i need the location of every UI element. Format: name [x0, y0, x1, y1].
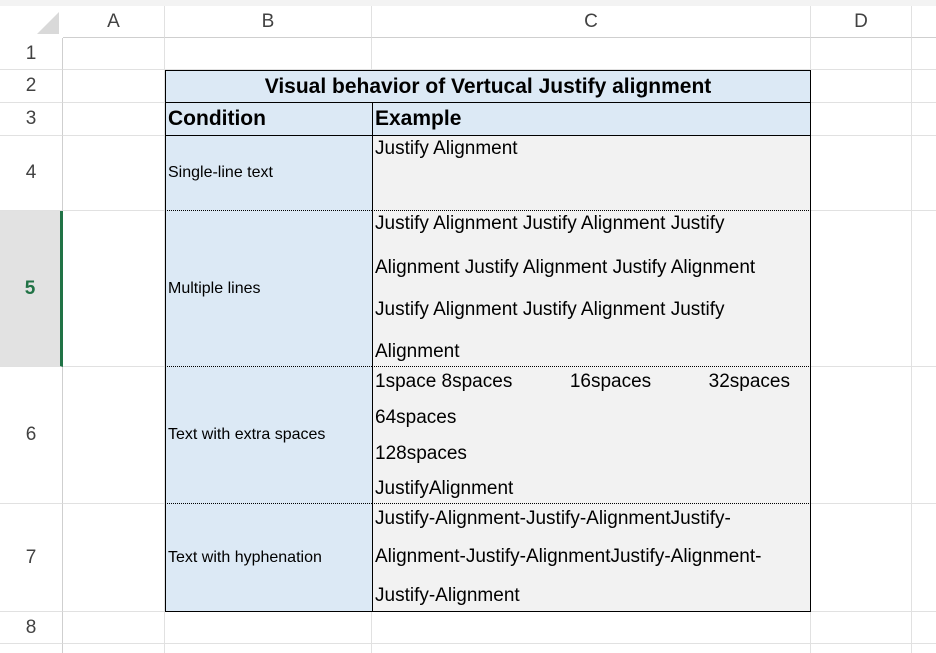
header-condition-label: Condition: [168, 107, 266, 130]
condition-label: Single-line text: [168, 164, 273, 181]
ribbon-edge: [0, 0, 936, 6]
gridline: [63, 643, 936, 644]
column-header-e-partial[interactable]: [912, 6, 936, 38]
example-line: 128spaces: [375, 443, 467, 464]
condition-cell-single-line[interactable]: Single-line text: [165, 136, 372, 211]
example-line: 64spaces: [375, 407, 457, 428]
example-word: 1space 8spaces: [375, 371, 513, 392]
condition-cell-extra-spaces[interactable]: Text with extra spaces: [165, 367, 372, 504]
header-example-cell[interactable]: Example: [372, 103, 811, 136]
gridline: [911, 38, 912, 653]
table-title: Visual behavior of Vertucal Justify alig…: [264, 74, 712, 98]
select-all-button[interactable]: [0, 6, 63, 38]
example-line: Justify Alignment Justify Alignment Just…: [375, 213, 725, 234]
example-line: Justify-Alignment: [375, 585, 520, 606]
example-line: Justify Alignment: [375, 138, 518, 159]
example-line: Alignment: [375, 341, 460, 362]
example-line: Alignment-Justify-AlignmentJustify-Align…: [375, 546, 762, 567]
row-header-3[interactable]: 3: [0, 103, 63, 136]
example-line: Justify Alignment Justify Alignment Just…: [375, 299, 725, 320]
example-cell-single-line[interactable]: Justify Alignment: [372, 136, 811, 211]
example-line: Alignment Justify Alignment Justify Alig…: [375, 257, 756, 278]
condition-cell-hyphenation[interactable]: Text with hyphenation: [165, 504, 372, 612]
column-header-c[interactable]: C: [372, 6, 811, 38]
select-all-triangle-icon: [37, 12, 59, 34]
column-header-d[interactable]: D: [811, 6, 912, 38]
row-header-2[interactable]: 2: [0, 70, 63, 103]
condition-label: Text with hyphenation: [168, 548, 322, 566]
example-cell-extra-spaces[interactable]: 1space 8spaces 16spaces 32spaces 64space…: [372, 367, 811, 504]
column-header-a[interactable]: A: [63, 6, 165, 38]
gridline: [164, 38, 165, 653]
example-line: Justify-Alignment-Justify-AlignmentJusti…: [375, 508, 731, 529]
table-title-cell[interactable]: Visual behavior of Vertucal Justify alig…: [165, 70, 811, 103]
example-line: JustifyAlignment: [375, 478, 514, 499]
row-header-1[interactable]: 1: [0, 38, 63, 70]
header-condition-cell[interactable]: Condition: [165, 103, 372, 136]
row-header-8[interactable]: 8: [0, 612, 63, 644]
condition-label: Text with extra spaces: [168, 426, 326, 443]
gridline: [63, 69, 936, 70]
row-header-5[interactable]: 5: [0, 211, 63, 367]
condition-cell-multiple-lines[interactable]: Multiple lines: [165, 211, 372, 367]
header-example-label: Example: [375, 107, 462, 130]
condition-label: Multiple lines: [168, 279, 261, 297]
row-header-9-partial[interactable]: [0, 644, 63, 653]
row-header-7[interactable]: 7: [0, 504, 63, 612]
example-cell-multiple-lines[interactable]: Justify Alignment Justify Alignment Just…: [372, 211, 811, 367]
example-cell-hyphenation[interactable]: Justify-Alignment-Justify-AlignmentJusti…: [372, 504, 811, 612]
row-header-4[interactable]: 4: [0, 136, 63, 211]
example-word: 32spaces: [708, 371, 790, 392]
example-word: 16spaces: [569, 371, 652, 392]
column-header-b[interactable]: B: [165, 6, 372, 38]
row-header-6[interactable]: 6: [0, 367, 63, 504]
example-first-line: 1space 8spaces 16spaces 32spaces: [375, 371, 790, 393]
